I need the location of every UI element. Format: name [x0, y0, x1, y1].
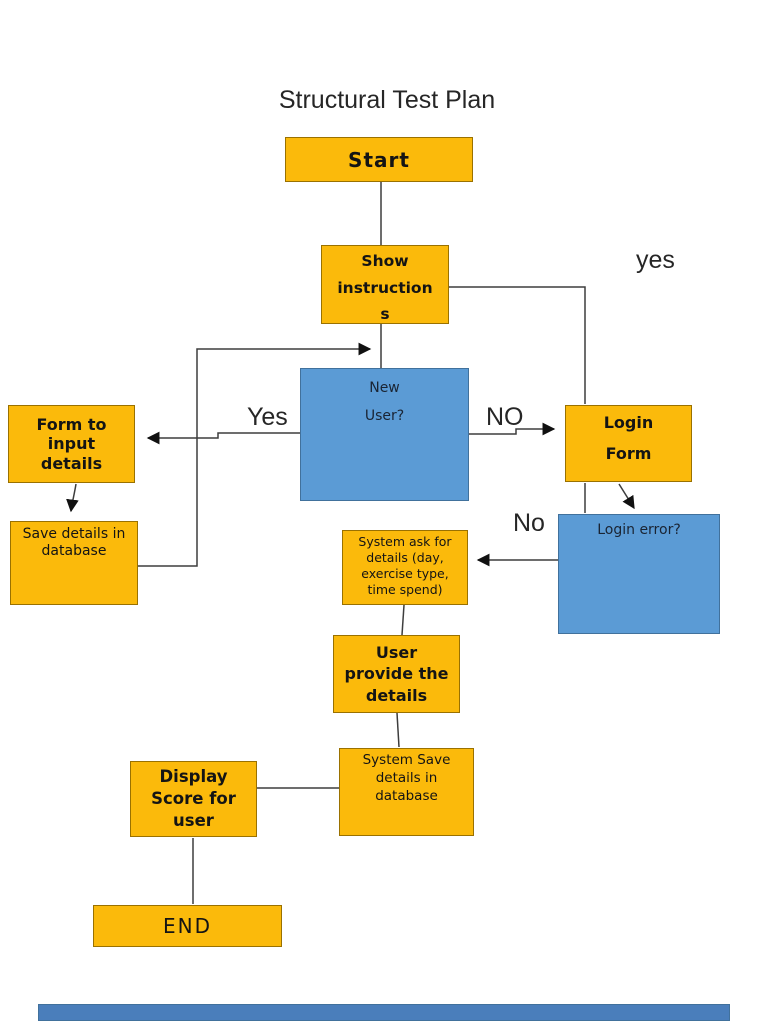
- edge-new-user-yes-to-form-input: [146, 431, 300, 445]
- node-end: END: [93, 905, 282, 947]
- node-system-ask-for-details: System ask for details (day, exercise ty…: [342, 530, 468, 605]
- edge-yes-loop-show-instructions: [449, 286, 586, 404]
- edge-login-form-to-login-error-arrow: [618, 483, 635, 510]
- bottom-blue-bar: [38, 1004, 730, 1021]
- node-user-provide-details: User provide the details: [333, 635, 460, 713]
- edge-system-ask-to-user-provide: [401, 604, 405, 636]
- node-show-instructions: Show instruction s: [321, 245, 449, 324]
- edge-label-yes-left: Yes: [247, 403, 288, 431]
- edge-label-no-right: NO: [486, 403, 524, 431]
- edge-label-no-lower: No: [513, 509, 545, 537]
- node-save-details-in-database: Save details in database: [10, 521, 138, 605]
- edge-user-provide-to-system-save: [396, 712, 400, 748]
- node-system-save-details: System Save details in database: [339, 748, 474, 836]
- node-display-score-for-user: Display Score for user: [130, 761, 257, 837]
- edge-form-input-to-save-details: [66, 483, 79, 513]
- edge-label-yes-top: yes: [636, 246, 675, 274]
- node-new-user-decision: New User?: [300, 368, 469, 501]
- node-start: Start: [285, 137, 473, 182]
- node-login-form: Login Form: [565, 405, 692, 482]
- node-login-error-decision: Login error?: [558, 514, 720, 634]
- page-title: Structural Test Plan: [278, 86, 496, 114]
- node-form-to-input-details: Form to input details: [8, 405, 135, 483]
